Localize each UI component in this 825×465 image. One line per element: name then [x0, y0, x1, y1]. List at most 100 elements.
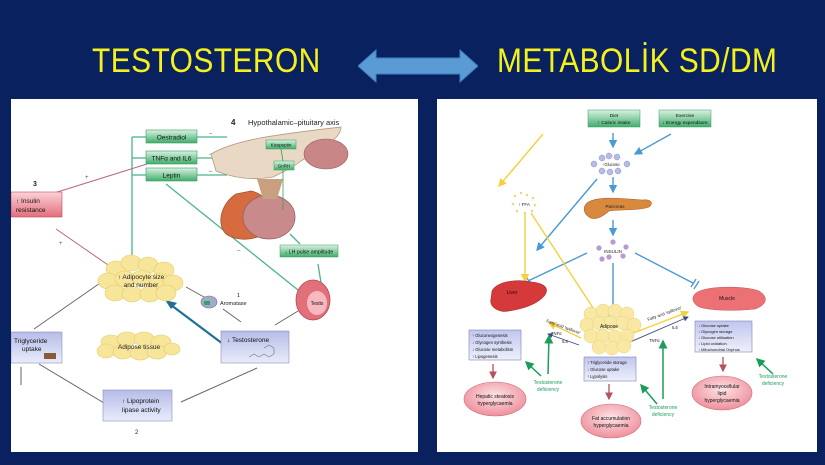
pancreas-illustration	[583, 197, 652, 219]
svg-text:Triglyceride: Triglyceride	[14, 338, 48, 345]
outcome-arrows	[489, 357, 727, 401]
td-label-adipose: deficiency	[652, 412, 675, 418]
liver-effects-box: ↑ Gluconeogenesis ↓ Glycogen synthesis ↓…	[468, 329, 522, 361]
adipose-label: Adipose	[600, 324, 618, 330]
svg-text:hyperglycaemia: hyperglycaemia	[593, 423, 628, 429]
blue-arrows	[527, 133, 694, 312]
svg-text:Testis: Testis	[311, 301, 324, 307]
hormone-box-tnf-il6: TNFα and IL6	[145, 150, 198, 165]
svg-text:↓ Testosterone: ↓ Testosterone	[227, 337, 270, 344]
svg-text:↓ Glucose uptake: ↓ Glucose uptake	[698, 323, 730, 328]
blue-feedback-arrow	[170, 304, 224, 345]
hormone-box-leptin: Leptin	[145, 167, 198, 182]
triglyceride-uptake-box: Triglyceride uptake	[10, 331, 63, 364]
title-metabolik: METABOLİK SD/DM	[497, 42, 778, 80]
td-label-muscle: deficiency	[762, 381, 785, 387]
ffa-dots-icon	[511, 191, 537, 215]
minus-sign: –	[209, 131, 213, 137]
svg-text:lipid: lipid	[718, 391, 727, 397]
svg-text:Oestradiol: Oestradiol	[157, 135, 187, 142]
td-label-liver: deficiency	[537, 387, 560, 393]
glucose-molecules-icon	[590, 152, 631, 176]
td-label-liver: Testosterone	[534, 380, 563, 386]
svg-text:hyperglycaemia: hyperglycaemia	[477, 401, 512, 407]
svg-text:Exercise: Exercise	[676, 113, 695, 119]
diet-box: Diet ↑ Caloric intake	[587, 109, 641, 128]
kisspeptin-box: Kisspeptin	[265, 139, 297, 150]
yellow-arrows	[498, 133, 690, 339]
adipose-tissue-label: Adipose tissue	[118, 344, 161, 351]
tnf-label-liver: TNFα	[551, 331, 562, 336]
adipocyte-label: and number	[124, 282, 160, 289]
liver-label: Liver	[507, 290, 518, 296]
insulin-label: INSULIN	[604, 249, 622, 254]
svg-text:↓ Glucose utilisation: ↓ Glucose utilisation	[698, 335, 734, 340]
td-label-adipose: Testosterone	[649, 405, 678, 411]
svg-text:TNFα and IL6: TNFα and IL6	[152, 156, 192, 163]
lipoprotein-number: 2	[135, 430, 139, 436]
plus-sign: +	[85, 175, 89, 181]
outcome-fat-accumulation: Fat accumulation hyperglycaemia	[580, 403, 642, 439]
lh-pulse-box: ↓ LH pulse amplitude	[279, 244, 339, 258]
svg-text:GnRH: GnRH	[278, 164, 291, 169]
gnrh-box: GnRH	[273, 160, 295, 171]
liver-illustration	[490, 280, 547, 312]
svg-text:↓ Mitochondrial Oxphos: ↓ Mitochondrial Oxphos	[698, 347, 740, 352]
lipoprotein-lipase-box: ↑ Lipoprotein lipase activity	[102, 389, 173, 422]
svg-text:↑ Caloric intake: ↑ Caloric intake	[598, 120, 631, 126]
testosterone-box: ↓ Testosterone	[220, 330, 290, 364]
svg-text:Leptin: Leptin	[163, 173, 181, 180]
blue-arrowhead-icon	[165, 300, 177, 309]
tnf-label-muscle: TNFα	[649, 338, 660, 343]
double-headed-arrow-icon	[358, 48, 478, 84]
svg-text:↑ Insulin: ↑ Insulin	[16, 198, 40, 205]
adipose-cluster	[579, 303, 642, 356]
muscle-label: Muscle	[719, 296, 735, 302]
axis-number: 4	[231, 118, 236, 127]
axis-title: Hypothalamic–pituitary axis	[248, 118, 340, 127]
pancreas-label: Pancreas	[605, 204, 625, 209]
glucose-label: ↑Glucose	[602, 162, 620, 167]
exercise-box: Exercise ↓ Energy expenditure	[658, 109, 712, 128]
title-testosteron: TESTOSTERON	[92, 42, 321, 80]
pituitary-illustration	[210, 126, 349, 240]
svg-text:↓ Glucose uptake: ↓ Glucose uptake	[587, 367, 620, 372]
aromatase-icon	[200, 295, 218, 309]
svg-text:↓ Energy expenditure: ↓ Energy expenditure	[662, 120, 708, 126]
pink-connectors	[50, 163, 148, 268]
svg-text:↑ Lipoprotein: ↑ Lipoprotein	[122, 398, 160, 405]
testis-illustration: Testis	[295, 279, 331, 321]
svg-text:↓ Glucose metabolism: ↓ Glucose metabolism	[472, 347, 514, 352]
il6-label-muscle: IL6	[672, 325, 678, 330]
muscle-effects-box: ↓ Glucose uptake ↓ Glycogen storage ↓ Gl…	[694, 320, 753, 353]
aromatase-number: 1	[237, 293, 240, 299]
adipose-effects-box: ↑ Triglyceride storage ↓ Glucose uptake …	[583, 356, 637, 382]
plus-sign: +	[59, 241, 63, 247]
steroid-molecule-icon	[248, 344, 275, 358]
insulin-molecules-icon	[596, 239, 629, 262]
svg-text:↑ Triglyceride storage: ↑ Triglyceride storage	[587, 360, 627, 365]
svg-text:↓ Lipid oxidation: ↓ Lipid oxidation	[698, 341, 727, 346]
ffa-label: ↑ FFA	[518, 202, 530, 207]
adipocyte-label: ↑ Adipocyte size	[118, 274, 165, 281]
fat-molecule-icon	[44, 353, 56, 359]
outcome-intramyocellular-lipid: Intramyocellular lipid hyperglycaemia	[691, 375, 753, 411]
svg-text:Hepatic steatosis: Hepatic steatosis	[476, 394, 515, 400]
minus-sign: –	[237, 248, 241, 254]
aromatase-label: Aromatase	[220, 301, 247, 307]
hormone-box-oestradiol: Oestradiol	[145, 129, 198, 144]
adipocyte-cluster	[97, 254, 184, 303]
svg-text:Fat accumulation: Fat accumulation	[592, 416, 630, 422]
il6-label-liver: IL6	[562, 339, 568, 344]
svg-text:lipase activity: lipase activity	[122, 407, 161, 414]
gray-connectors	[20, 280, 299, 407]
minus-sign: –	[209, 169, 213, 175]
adipose-tissue-cluster	[96, 331, 181, 361]
svg-text:↑ Lypolysis: ↑ Lypolysis	[587, 374, 607, 379]
svg-text:↓ Glycogen synthesis: ↓ Glycogen synthesis	[472, 340, 512, 345]
insulin-resistance-box: ↑ Insulin resistance	[10, 191, 63, 218]
muscle-illustration	[692, 286, 766, 311]
svg-text:↓ Glycogen storage: ↓ Glycogen storage	[698, 329, 733, 334]
svg-text:Kisspeptin: Kisspeptin	[271, 143, 292, 148]
insulin-number: 3	[33, 181, 37, 188]
